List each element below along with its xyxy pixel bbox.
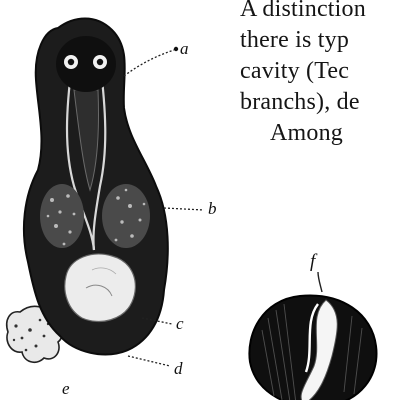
- figure-label-e: e: [62, 380, 70, 397]
- specimen-figure-right: [249, 272, 376, 400]
- text-line-4: branchs), de: [240, 87, 393, 118]
- body-text: A distinction there is typ cavity (Tec b…: [240, 0, 393, 149]
- lower-sac: [65, 254, 136, 321]
- text-line-2: there is typ: [240, 25, 393, 56]
- leader-b: [164, 208, 204, 210]
- eye-right: [93, 55, 107, 69]
- text-line-3: cavity (Tec: [240, 56, 393, 87]
- text-line-1: A distinction: [240, 0, 393, 25]
- leader-a: [124, 50, 174, 76]
- specimen-figure-left: [7, 19, 204, 367]
- lobe-right: [102, 184, 150, 248]
- eye-left: [64, 55, 78, 69]
- figure-label-a: a: [180, 40, 189, 57]
- figure-label-d: d: [174, 360, 183, 377]
- figure-label-c: c: [176, 315, 184, 332]
- leader-f: [318, 272, 322, 292]
- lobe-left: [40, 184, 84, 248]
- figure-label-b: b: [208, 200, 217, 217]
- figure-label-f: f: [310, 252, 315, 271]
- text-line-5: Among: [240, 118, 393, 149]
- leader-d: [128, 356, 170, 366]
